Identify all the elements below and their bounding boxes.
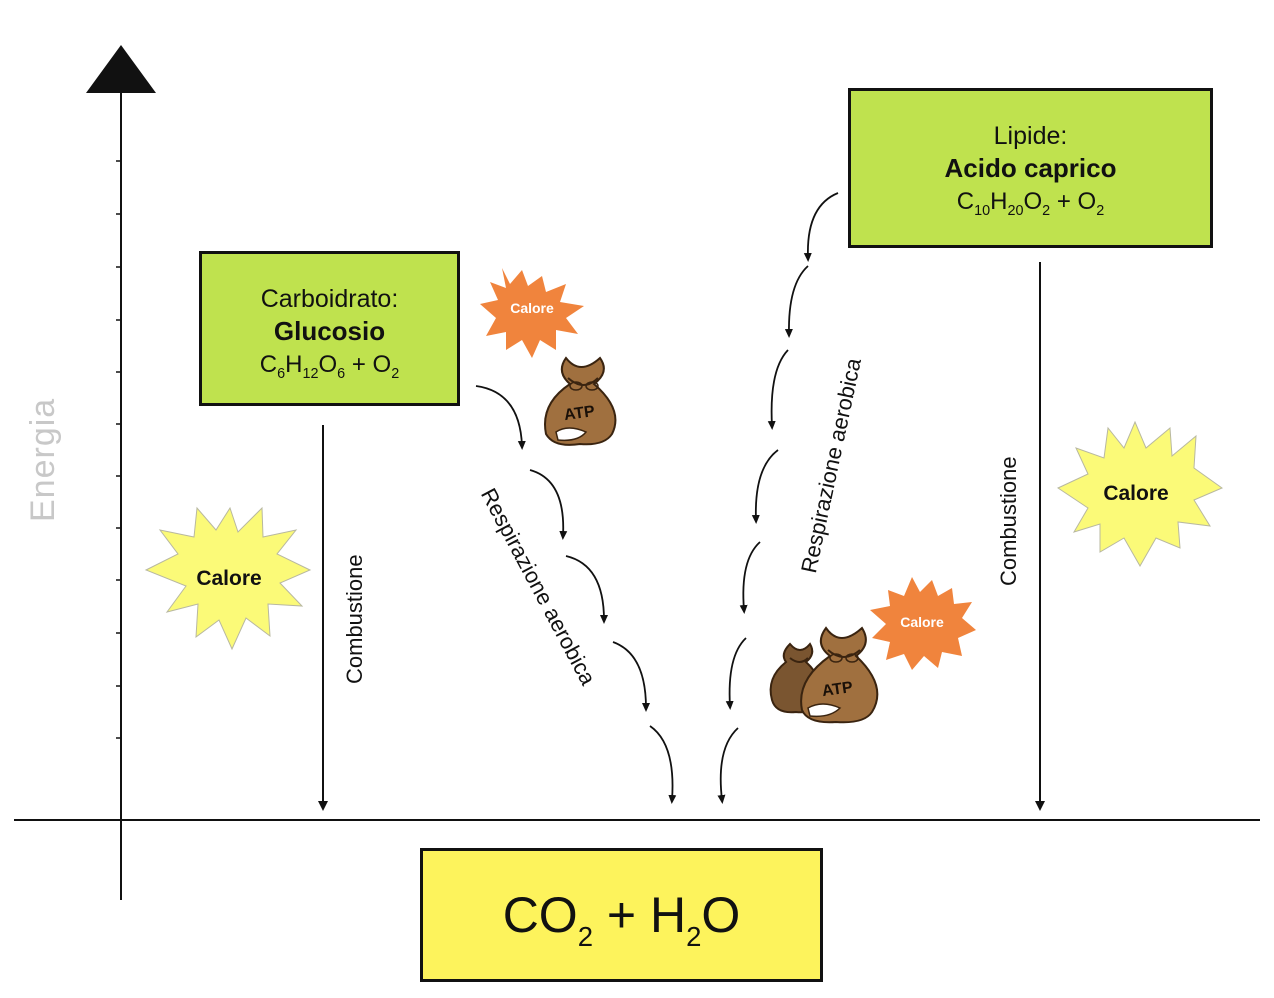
y-axis-ticks <box>116 160 121 739</box>
carbohydrate-class-label: Carboidrato: <box>260 285 399 313</box>
y-axis-arrowhead <box>86 45 156 93</box>
heat-icon-left: Calore <box>144 506 312 651</box>
lipid-name: Acido caprico <box>944 153 1117 183</box>
product-formula: CO2 + H2O <box>502 887 741 952</box>
carbohydrate-name: Glucosio <box>273 316 386 346</box>
atp-bag-icon-left: ATP <box>544 356 617 446</box>
atp-label-left: ATP <box>563 403 596 424</box>
carbohydrate-respiration-steps <box>475 385 677 804</box>
carbohydrate-formula: C6H12O6 + O2 <box>259 351 400 382</box>
carbohydrate-box: Carboidrato: Glucosio C6H12O6 + O2 <box>199 251 460 406</box>
heat-label-left: Calore <box>196 567 261 590</box>
heat-label-small-left: Calore <box>510 300 554 316</box>
product-box: CO2 + H2O <box>420 848 823 982</box>
lipid-class-label: Lipide: <box>993 122 1068 150</box>
carbohydrate-combustion-label: Combustione <box>342 554 367 684</box>
lipid-respiration-steps <box>717 192 839 804</box>
heat-label-right: Calore <box>1103 482 1168 505</box>
heat-icon-right: Calore <box>1056 420 1224 568</box>
heat-label-small-right: Calore <box>900 614 944 630</box>
lipid-box: Lipide: Acido caprico C10H20O2 + O2 <box>848 88 1213 248</box>
lipid-formula: C10H20O2 + O2 <box>956 188 1105 219</box>
atp-bag-icon-right: ATP <box>800 626 879 724</box>
atp-label-right: ATP <box>821 679 854 700</box>
lipid-combustion-label: Combustione <box>996 456 1021 586</box>
heat-icon-small-right: Calore <box>870 577 976 670</box>
y-axis-label: Energia <box>24 397 62 522</box>
heat-icon-small-left: Calore <box>480 268 584 358</box>
